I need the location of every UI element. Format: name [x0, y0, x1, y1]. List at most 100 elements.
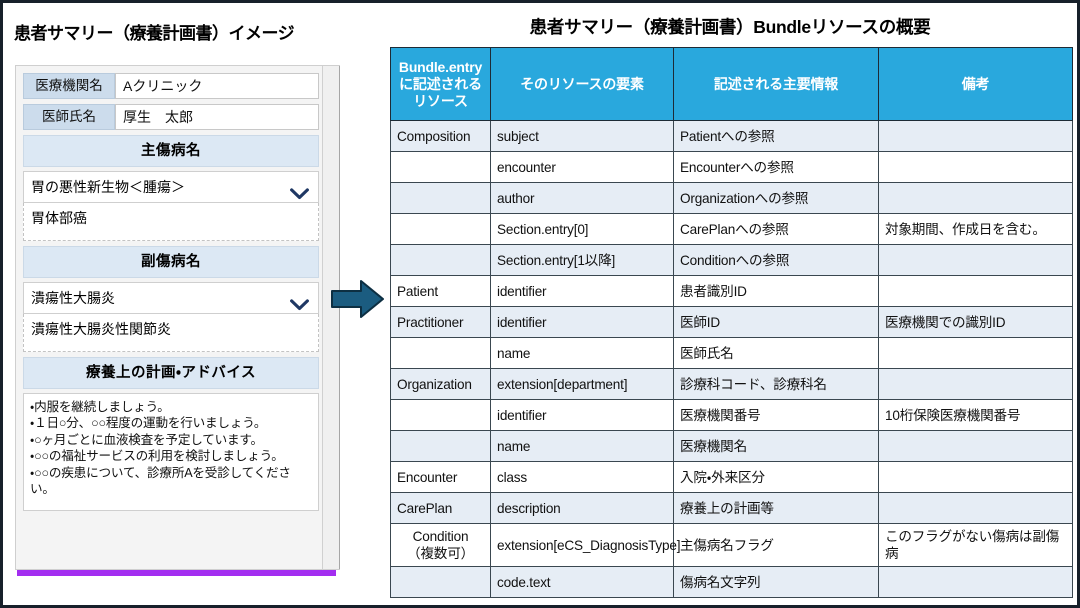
cell-element: Section.entry[0]: [490, 213, 674, 245]
cell-element: author: [490, 182, 674, 214]
cell-resource: [390, 399, 491, 431]
care-advice-textarea[interactable]: ・内服を継続しましょう。 ・１日○分、○○程度の運動を行いましょう。 ・○ヶ月ご…: [23, 393, 319, 511]
cell-element: identifier: [490, 399, 674, 431]
cell-note: [878, 151, 1073, 183]
main-diagnosis-detail[interactable]: 胃体部癌: [23, 203, 319, 241]
chevron-down-icon[interactable]: [290, 181, 309, 200]
cell-note: [878, 566, 1073, 598]
header-line: に記述される: [399, 75, 482, 92]
field-row-doctor: 医師氏名 厚生 太郎: [23, 104, 319, 130]
facility-name-input[interactable]: Aクリニック: [115, 73, 319, 99]
table-row: Section.entry[0] CarePlanへの参照 対象期間、作成日を含…: [390, 213, 1073, 245]
cell-info: 医療機関名: [673, 430, 879, 462]
table-row: identifier 医療機関番号 10桁保険医療機関番号: [390, 399, 1073, 431]
doctor-name-input[interactable]: 厚生 太郎: [115, 104, 319, 130]
cell-resource: [390, 244, 491, 276]
column-header-element: そのリソースの要素: [490, 47, 674, 121]
main-diagnosis-selected-value: 胃の悪性新生物＜腫瘍＞: [31, 179, 185, 195]
cell-note: 10桁保険医療機関番号: [878, 399, 1073, 431]
sub-diagnosis-detail[interactable]: 潰瘍性大腸炎性関節炎: [23, 314, 319, 352]
cell-note: [878, 120, 1073, 152]
cell-note: [878, 182, 1073, 214]
table-row: name 医師氏名: [390, 337, 1073, 369]
cell-element: Section.entry[1以降]: [490, 244, 674, 276]
advice-line: ・○○の疾患について、診療所Aを受診してください。: [30, 465, 291, 497]
advice-line: ・○○の福祉サービスの利用を検討しましょう。: [30, 449, 284, 464]
cell-note: [878, 368, 1073, 400]
section-header-main-diagnosis: 主傷病名: [23, 135, 319, 167]
cell-info: 入院・外来区分: [673, 461, 879, 493]
doctor-name-label: 医師氏名: [23, 104, 115, 130]
cell-element: code.text: [490, 566, 674, 598]
cell-note: このフラグがない傷病は副傷病: [878, 523, 1073, 567]
sub-diagnosis-select[interactable]: 潰瘍性大腸炎: [23, 282, 319, 314]
right-panel-title: 患者サマリー（療養計画書）Bundleリソースの概要: [529, 17, 931, 37]
table-row: Condition （複数可） extension[eCS_DiagnosisT…: [390, 523, 1073, 567]
bundle-resource-table: Bundle.entry に記述される リソース そのリソースの要素 記述される…: [390, 47, 1073, 598]
cell-element: identifier: [490, 306, 674, 338]
cell-info: CarePlanへの参照: [673, 213, 879, 245]
table-row: code.text 傷病名文字列: [390, 566, 1073, 598]
cell-element: extension[department]: [490, 368, 674, 400]
column-header-info: 記述される主要情報: [673, 47, 879, 121]
table-row: Section.entry[1以降] Conditionへの参照: [390, 244, 1073, 276]
cell-note: [878, 275, 1073, 307]
left-panel-title: 患者サマリー（療養計画書）イメージ: [14, 24, 295, 43]
cell-resource: [390, 213, 491, 245]
cell-resource: Condition （複数可）: [390, 523, 491, 567]
cell-resource: [390, 430, 491, 462]
cell-note: [878, 430, 1073, 462]
cell-info: 医師氏名: [673, 337, 879, 369]
section-header-care-advice: 療養上の計画・アドバイス: [23, 357, 319, 389]
advice-line: ・○ヶ月ごとに血液検査を予定しています。: [30, 432, 263, 447]
column-header-note: 備考: [878, 47, 1073, 121]
cell-info: Organizationへの参照: [673, 182, 879, 214]
sub-diagnosis-selected-value: 潰瘍性大腸炎: [31, 290, 115, 306]
cell-element: name: [490, 337, 674, 369]
cell-element: class: [490, 461, 674, 493]
cell-resource: Composition: [390, 120, 491, 152]
field-row-facility: 医療機関名 Aクリニック: [23, 73, 319, 99]
accent-rule: [17, 570, 336, 576]
cell-info: 傷病名文字列: [673, 566, 879, 598]
table-row: Organization extension[department] 診療科コー…: [390, 368, 1073, 400]
advice-line: ・１日○分、○○程度の運動を行いましょう。: [30, 416, 267, 431]
section-header-sub-diagnosis: 副傷病名: [23, 246, 319, 278]
cell-element: subject: [490, 120, 674, 152]
bundle-overview-panel: 患者サマリー（療養計画書）Bundleリソースの概要 Bundle.entry …: [382, 5, 1078, 601]
cell-resource: [390, 566, 491, 598]
table-row: encounter Encounterへの参照: [390, 151, 1073, 183]
cell-note: 対象期間、作成日を含む。: [878, 213, 1073, 245]
form-scroll-content: 医療機関名 Aクリニック 医師氏名 厚生 太郎 主傷病名 胃の悪性新生物＜腫瘍＞: [16, 66, 325, 569]
cell-info: 医療機関番号: [673, 399, 879, 431]
cell-element: name: [490, 430, 674, 462]
cell-info: Encounterへの参照: [673, 151, 879, 183]
patient-summary-form-card: 医療機関名 Aクリニック 医師氏名 厚生 太郎 主傷病名 胃の悪性新生物＜腫瘍＞: [15, 65, 340, 570]
cell-element: description: [490, 492, 674, 524]
main-diagnosis-select[interactable]: 胃の悪性新生物＜腫瘍＞: [23, 171, 319, 203]
cell-element: extension[eCS_DiagnosisType]: [490, 523, 681, 567]
cell-info: 医師ID: [673, 306, 879, 338]
patient-summary-mock-panel: 患者サマリー（療養計画書）イメージ 医療機関名 Aクリニック 医師氏名 厚生 太…: [8, 5, 348, 601]
cell-resource: [390, 182, 491, 214]
cell-info: 患者識別ID: [673, 275, 879, 307]
table-row: name 医療機関名: [390, 430, 1073, 462]
cell-info: Conditionへの参照: [673, 244, 879, 276]
table-row: CarePlan description 療養上の計画等: [390, 492, 1073, 524]
cell-note: [878, 337, 1073, 369]
cell-resource: Encounter: [390, 461, 491, 493]
cell-info: 療養上の計画等: [673, 492, 879, 524]
chevron-down-icon[interactable]: [290, 292, 309, 311]
cell-resource: Organization: [390, 368, 491, 400]
advice-line: ・内服を継続しましょう。: [30, 400, 170, 414]
cell-note: [878, 461, 1073, 493]
facility-name-label: 医療機関名: [23, 73, 115, 99]
cell-note: [878, 244, 1073, 276]
cell-resource: Practitioner: [390, 306, 491, 338]
form-scrollbar[interactable]: [322, 66, 340, 569]
table-row: author Organizationへの参照: [390, 182, 1073, 214]
column-header-resource: Bundle.entry に記述される リソース: [390, 47, 491, 121]
cell-resource: Patient: [390, 275, 491, 307]
table-row: Patient identifier 患者識別ID: [390, 275, 1073, 307]
